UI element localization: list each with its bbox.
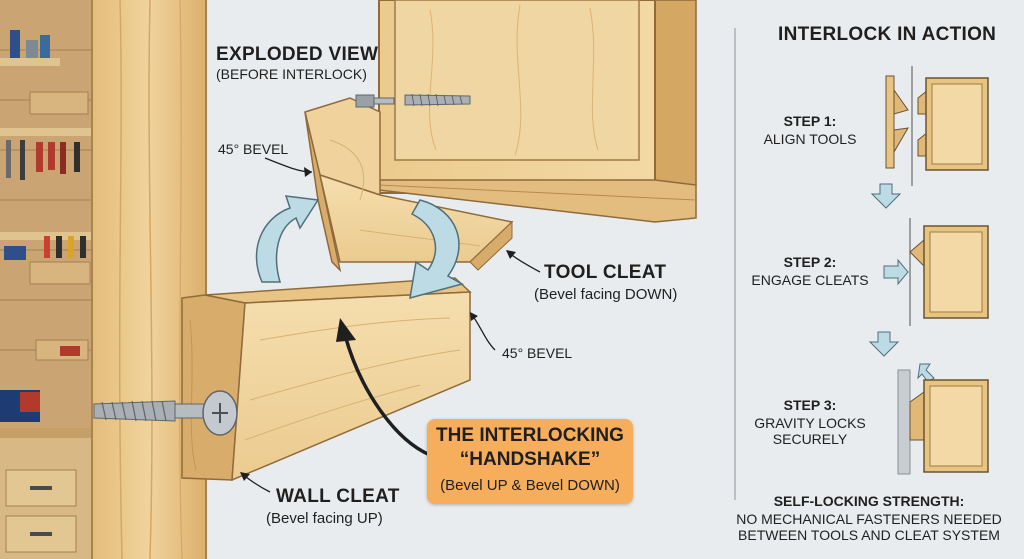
handshake-subtitle: (Bevel UP & Bevel DOWN)	[440, 477, 620, 494]
tool-cleat-subtitle: (Bevel facing DOWN)	[534, 286, 678, 303]
step3-desc2: SECURELY	[772, 431, 848, 447]
exploded-view-subtitle: (BEFORE INTERLOCK)	[216, 66, 367, 82]
step2-title: STEP 2:	[783, 254, 837, 270]
workshop-background	[0, 0, 92, 559]
step1-title: STEP 1:	[783, 113, 837, 129]
step3-title: STEP 3:	[783, 397, 837, 413]
step1-desc: ALIGN TOOLS	[763, 131, 857, 147]
step3-desc: GRAVITY LOCKS	[754, 415, 866, 431]
step3-illustration	[897, 363, 989, 475]
strength-title: SELF-LOCKING STRENGTH:	[773, 493, 965, 509]
bevel-label-bottom: 45° BEVEL	[502, 345, 573, 361]
handshake-callout: THE INTERLOCKING “HANDSHAKE” (Bevel UP &…	[427, 419, 633, 504]
strength-line1: NO MECHANICAL FASTENERS NEEDED	[736, 511, 1002, 527]
strength-line2: BETWEEN TOOLS AND CLEAT SYSTEM	[738, 527, 1000, 543]
step1-illustration	[885, 66, 989, 186]
step3: STEP 3: GRAVITY LOCKS SECURELY	[742, 397, 878, 447]
tool-cabinet	[378, 0, 697, 223]
handshake-line2: “HANDSHAKE”	[459, 449, 601, 470]
rotation-arrows	[255, 195, 464, 300]
step2-desc: ENGAGE CLEATS	[751, 272, 869, 288]
wall-cleat-title: WALL CLEAT	[276, 486, 400, 507]
strength-note: SELF-LOCKING STRENGTH: NO MECHANICAL FAS…	[734, 493, 1004, 543]
step-arrow-2	[868, 331, 900, 357]
exploded-view-title: EXPLODED VIEW	[216, 44, 379, 65]
handshake-pointer	[336, 318, 431, 457]
bevel-label-top: 45° BEVEL	[218, 141, 289, 157]
handshake-line1: THE INTERLOCKING	[436, 425, 624, 446]
tool-cleat-title: TOOL CLEAT	[544, 262, 667, 283]
wall-cleat-subtitle: (Bevel facing UP)	[266, 510, 383, 527]
interlock-title: INTERLOCK IN ACTION	[778, 24, 997, 45]
tool-cleat	[304, 93, 514, 273]
callout-pointers	[240, 157, 541, 493]
step2-illustration	[883, 218, 989, 326]
step1: STEP 1: ALIGN TOOLS	[742, 113, 878, 147]
step-arrow-1	[870, 183, 902, 209]
step2: STEP 2: ENGAGE CLEATS	[742, 254, 878, 288]
wall-cleat	[93, 277, 472, 482]
